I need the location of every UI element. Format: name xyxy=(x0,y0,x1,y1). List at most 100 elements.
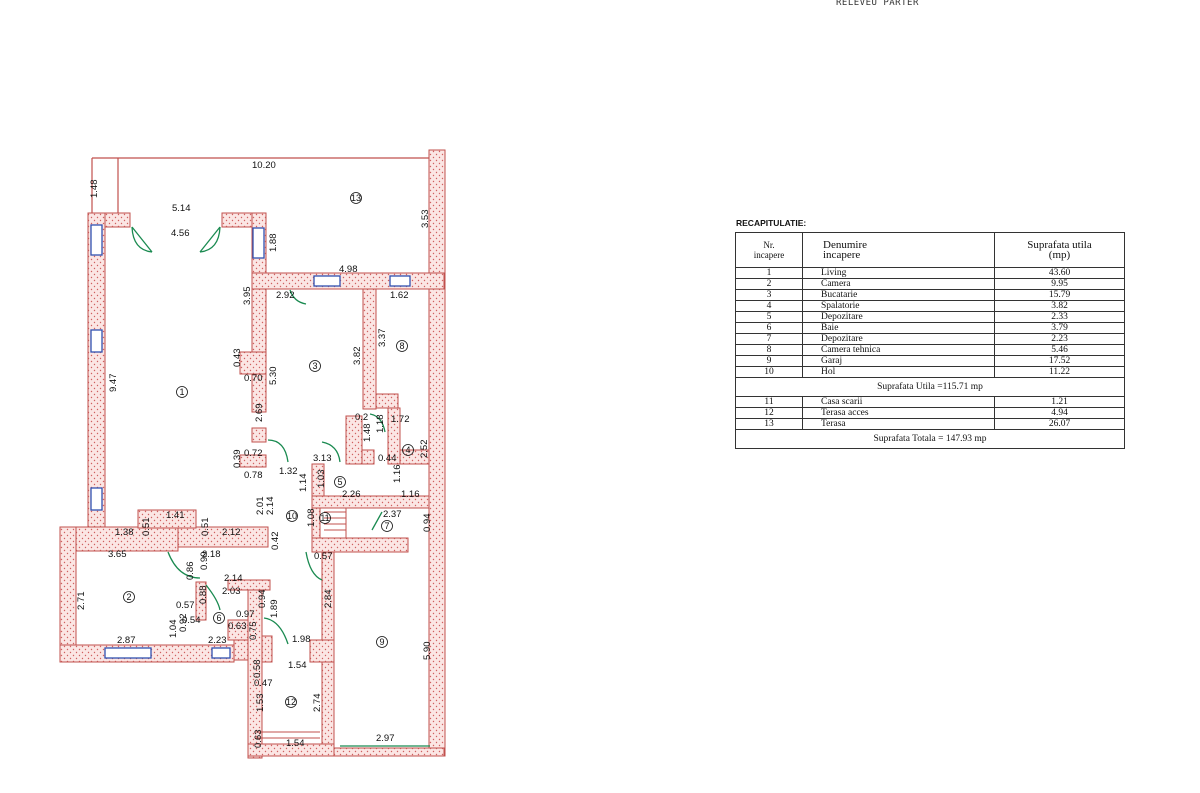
dim-label: 1.03 xyxy=(316,470,327,489)
cell-nr: 9 xyxy=(735,355,803,367)
cell-area: 9.95 xyxy=(994,278,1125,290)
cell-area: 2.23 xyxy=(994,333,1125,345)
dimension-labels: 10.20 1.48 5.14 4.56 3.53 1.88 4.98 3.95… xyxy=(76,160,433,749)
cell-name: Living xyxy=(802,267,995,279)
total-row: Suprafata Totala = 147.93 mp xyxy=(735,429,1125,449)
dim-label: 0.97 xyxy=(236,609,255,620)
dim-label: 1.54 xyxy=(286,738,305,749)
cell-name: Casa scarii xyxy=(802,396,995,408)
dim-label: 0.58 xyxy=(252,660,263,679)
cell-area: 3.79 xyxy=(994,322,1125,334)
dim-label: 0.63 xyxy=(228,621,247,632)
dim-label: 2.69 xyxy=(254,404,265,423)
subtotal-text: Suprafata Utila =115.71 mp xyxy=(735,377,1125,397)
total-text: Suprafata Totala = 147.93 mp xyxy=(735,429,1125,449)
dim-label: 0.99 xyxy=(199,552,210,571)
dim-label: 2.26 xyxy=(342,489,361,500)
dim-label: 1.32 xyxy=(279,466,298,477)
cell-name: Terasa xyxy=(802,418,995,430)
cell-nr: 2 xyxy=(735,278,803,290)
cell-area: 2.33 xyxy=(994,311,1125,323)
cell-area: 11.22 xyxy=(994,366,1125,378)
cell-name: Camera tehnica xyxy=(802,344,995,356)
dim-label: 0.57 xyxy=(314,551,333,562)
dim-label: 0.51 xyxy=(200,518,211,537)
recap-header-row: Nr. incapere Denumire incapere Suprafata… xyxy=(735,232,1125,268)
dim-label: 10.20 xyxy=(252,160,276,171)
dim-label: 0.42 xyxy=(270,532,281,551)
dim-label: 1.98 xyxy=(292,634,311,645)
header-nr: Nr. incapere xyxy=(735,232,803,268)
cell-area: 4.94 xyxy=(994,407,1125,419)
dim-label: 1.72 xyxy=(391,414,410,425)
dim-label: 3.82 xyxy=(352,347,363,366)
header-area: Suprafata utila (mp) xyxy=(994,232,1125,268)
cell-name: Baie xyxy=(802,322,995,334)
dim-label: 3.53 xyxy=(420,210,431,229)
header-nr-label: Nr. xyxy=(763,240,775,250)
dim-label: 2.03 xyxy=(222,586,241,597)
recap-table: Nr. incapere Denumire incapere Suprafata… xyxy=(735,232,1125,449)
dim-label: 3.37 xyxy=(377,329,388,348)
dim-label: 0.70 xyxy=(244,373,263,384)
room-8-number: 8 xyxy=(399,341,404,351)
dim-label: 2.14 xyxy=(265,497,276,516)
dim-label: 2.97 xyxy=(376,733,395,744)
cell-area: 1.21 xyxy=(994,396,1125,408)
cell-name: Camera xyxy=(802,278,995,290)
doors xyxy=(131,226,430,747)
dim-label: 1.16 xyxy=(401,489,420,500)
dim-label: 0.2 xyxy=(355,412,368,423)
dim-label: 0.94 xyxy=(257,590,268,609)
stairs xyxy=(255,508,347,739)
cell-nr: 12 xyxy=(735,407,803,419)
room-6-number: 6 xyxy=(216,613,221,623)
cell-nr: 10 xyxy=(735,366,803,378)
dim-label: 1.41 xyxy=(166,510,185,521)
room-9-number: 9 xyxy=(379,637,384,647)
dim-label: 1.04 xyxy=(168,620,179,639)
dim-label: 3.13 xyxy=(313,453,332,464)
drawing-title: RELEVEU PARTER xyxy=(836,0,919,8)
header-name: Denumire incapere xyxy=(802,232,995,268)
dim-label: 0.63 xyxy=(253,730,264,749)
cell-nr: 11 xyxy=(735,396,803,408)
dim-label: 1.48 xyxy=(89,180,100,199)
dim-label: 2.18 xyxy=(202,549,221,560)
dim-label: 2.92 xyxy=(276,290,295,301)
dim-label: 5.14 xyxy=(172,203,191,214)
cell-name: Garaj xyxy=(802,355,995,367)
dim-label: 1.14 xyxy=(298,474,309,493)
room-11-number: 11 xyxy=(320,513,329,523)
dim-label: 0.75 xyxy=(248,622,259,641)
dim-label: 2.84 xyxy=(323,590,334,609)
cell-name: Depozitare xyxy=(802,333,995,345)
header-nr-sub: incapere xyxy=(753,250,785,260)
dim-label: 9.47 xyxy=(108,374,119,393)
cell-nr: 6 xyxy=(735,322,803,334)
dim-label: 2.71 xyxy=(76,592,87,611)
dim-label: 1.53 xyxy=(255,694,266,713)
cell-name: Hol xyxy=(802,366,995,378)
dim-label: 0.54 xyxy=(182,615,201,626)
dim-label: 4.56 xyxy=(171,228,190,239)
dim-label: 0.39 xyxy=(232,450,243,469)
dim-label: 0.92 xyxy=(178,614,189,633)
dim-label: 2.23 xyxy=(208,635,227,646)
dim-label: 2.87 xyxy=(117,635,136,646)
cell-name: Depozitare xyxy=(802,311,995,323)
recap-title: RECAPITULATIE: xyxy=(736,218,807,228)
dim-label: 0.57 xyxy=(176,600,195,611)
dim-label: 0.78 xyxy=(244,470,263,481)
room-numbers xyxy=(123,192,414,708)
